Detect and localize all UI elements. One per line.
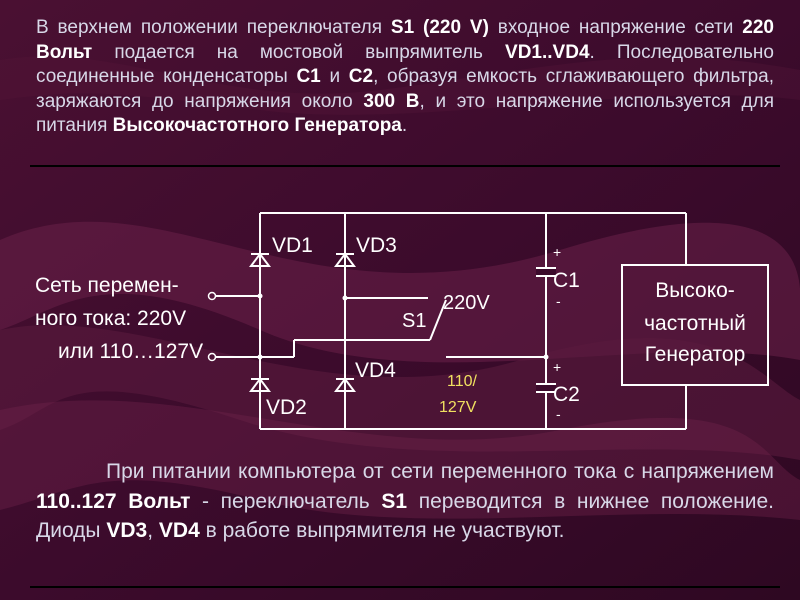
mains-label-line3: или 110…127V [58, 340, 203, 363]
mains-label-line2: ного тока: 220V [35, 307, 186, 330]
text-span: В верхнем положении переключателя [36, 17, 391, 38]
c2-label: C2 [553, 383, 580, 406]
text-span: и [320, 66, 349, 87]
diodes-highlight: VD1..VD4 [505, 41, 590, 63]
switch-label-highlight: S1 (220 V) [390, 17, 489, 38]
circuit-wires [216, 212, 687, 430]
text-span: . Последовательно соединенные конденсато… [36, 41, 774, 88]
c1-minus-sign: - [556, 293, 561, 309]
generator-box [621, 264, 769, 386]
text-span: - переключатель [190, 489, 382, 513]
bottom-paragraph: При питании компьютера от сети переменно… [36, 457, 774, 585]
input-terminal-upper-icon [207, 291, 217, 301]
vd3-highlight: VD3 [106, 519, 148, 542]
capacitor-c1-icon [536, 267, 556, 277]
input-terminal-lower-icon [207, 352, 217, 362]
voltage-220-highlight: 220 Вольт [36, 17, 774, 63]
c1-label: C1 [553, 269, 580, 292]
diode-vd1-icon [249, 252, 271, 267]
bottom-divider [30, 586, 780, 588]
voltage-300-highlight: 300 В [363, 90, 420, 112]
text-span: , [147, 519, 159, 542]
s1-lower-position-label-line1: 110/ [447, 373, 478, 390]
vd4-label: VD4 [355, 359, 396, 382]
mains-label-line1: Сеть перемен- [35, 274, 179, 297]
text-span: , и это напряжение используется для пита… [36, 90, 774, 137]
text-span: входное напряжение сети [488, 17, 743, 38]
text-span: в работе выпрямителя не участвуют. [199, 519, 565, 542]
text-span: . [401, 115, 408, 136]
text-span: При питании компьютера от сети переменно… [106, 460, 774, 483]
top-paragraph: В верхнем положении переключателя S1 (22… [36, 16, 774, 156]
c2-minus-sign: - [556, 406, 561, 422]
text-span: подается на мостовой выпрямитель [92, 41, 506, 63]
c1-highlight: C1 [296, 66, 321, 87]
vd3-label: VD3 [356, 234, 397, 257]
c2-highlight: C2 [348, 66, 374, 87]
diode-vd2-icon [249, 377, 271, 392]
s1-label: S1 [402, 310, 426, 332]
junction-dots [257, 293, 549, 360]
c2-plus-sign: + [553, 359, 561, 375]
capacitor-c2-icon [536, 383, 556, 393]
s1-upper-position-label: 220V [443, 292, 490, 314]
vd4-highlight: VD4 [158, 519, 200, 542]
vd1-label: VD1 [272, 234, 313, 257]
text-span: , образуя емкость сглаживающего фильтра,… [36, 66, 774, 112]
diode-vd4-icon [334, 377, 356, 392]
generator-label-line2: частотный [644, 312, 746, 335]
switch-label-highlight: S1 [381, 489, 408, 513]
voltage-110-highlight: 110..127 Вольт [36, 489, 191, 513]
generator-label-line1: Высоко- [655, 279, 735, 302]
s1-lower-position-label-line2: 127V [439, 399, 477, 416]
top-divider [30, 165, 780, 167]
c1-plus-sign: + [553, 244, 561, 260]
diode-vd3-icon [334, 252, 356, 267]
text-span: переводится в нижнее положение. Диоды [36, 489, 774, 543]
vd2-label: VD2 [266, 396, 307, 419]
generator-highlight: Высокочастотного Генератора [112, 115, 402, 136]
generator-label-line3: Генератор [645, 343, 746, 366]
